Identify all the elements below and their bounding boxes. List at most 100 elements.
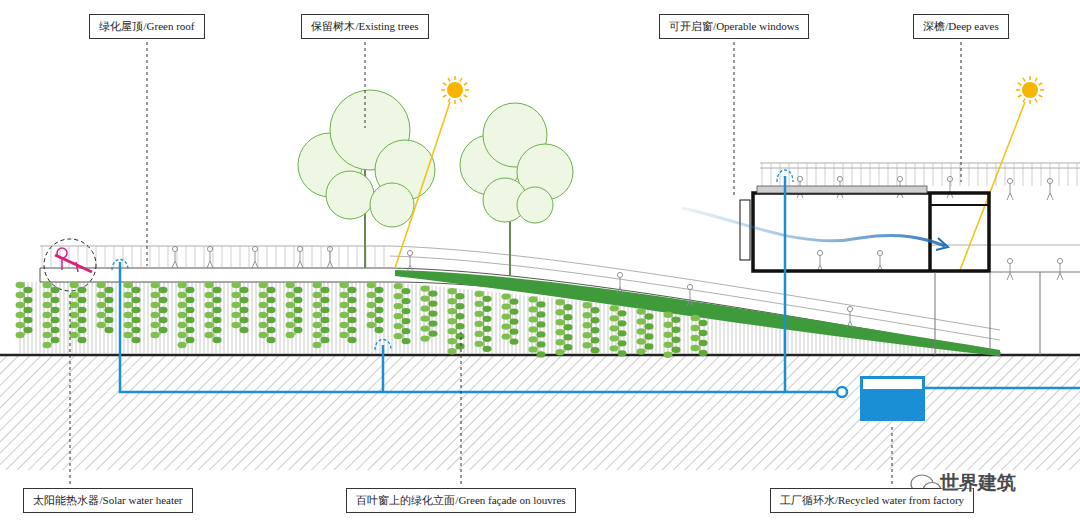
sun-ray <box>1016 89 1020 91</box>
vine-leaf <box>186 287 195 293</box>
vine-leaf <box>286 322 295 328</box>
vine-leaf <box>267 287 276 293</box>
vine-leaf <box>502 313 511 319</box>
vine-leaf <box>618 340 627 346</box>
drawing-part <box>57 248 67 258</box>
vine-leaf <box>16 312 25 318</box>
vine-leaf <box>483 306 492 312</box>
vine-leaf <box>402 328 411 334</box>
louvre-blade <box>744 321 745 354</box>
vine-leaf <box>448 308 457 314</box>
railing-post <box>222 246 223 268</box>
person-body <box>947 182 953 198</box>
vine-leaf <box>510 308 519 314</box>
vine-leaf <box>529 336 538 342</box>
vine-leaf <box>348 337 357 343</box>
vine-leaf <box>475 341 484 347</box>
vine-leaf <box>448 338 457 344</box>
railing-post <box>789 163 790 186</box>
drawing-part <box>70 292 71 484</box>
railing-post <box>240 246 241 268</box>
sun-ray <box>448 99 450 102</box>
railing-post <box>807 163 808 186</box>
vine-leaf <box>510 338 519 344</box>
vine-leaf <box>421 305 430 311</box>
sun-right <box>960 76 1044 270</box>
louvre-blade <box>764 323 765 354</box>
drawing-part <box>784 176 787 392</box>
vine-leaf <box>645 343 654 349</box>
vine-leaf <box>24 317 33 323</box>
louvre-blade <box>800 328 801 354</box>
vine-leaf <box>240 307 249 313</box>
vine-leaf <box>448 298 457 304</box>
sun-ray <box>1040 89 1044 91</box>
vine-leaf <box>213 337 222 343</box>
vine-leaf <box>267 307 276 313</box>
existing-trees <box>298 90 573 276</box>
green-facade-vines <box>16 282 708 358</box>
sun-ray <box>465 89 469 91</box>
louvre-blade <box>740 320 741 354</box>
vine-leaf <box>105 287 114 293</box>
vine-leaf <box>132 337 141 343</box>
louvre-blade <box>500 293 501 354</box>
vine-leaf <box>591 317 600 323</box>
vine-leaf <box>16 302 25 308</box>
railing-post <box>204 246 205 268</box>
vine-leaf <box>348 287 357 293</box>
wind-arrow <box>682 208 945 246</box>
louvre-blade <box>248 282 249 354</box>
louvre-blade <box>608 304 609 354</box>
drawing-part <box>382 345 385 392</box>
drawing-part <box>44 239 96 291</box>
vine-leaf <box>429 310 438 316</box>
louvre-blade <box>552 298 553 354</box>
vine-leaf <box>610 325 619 331</box>
louvres <box>20 282 964 354</box>
vine-leaf <box>664 332 673 338</box>
vine-leaf <box>664 342 673 348</box>
person-head <box>1057 258 1062 263</box>
drawing-part <box>112 260 128 271</box>
vine-leaf <box>429 330 438 336</box>
vine-leaf <box>375 287 384 293</box>
drawing-part <box>76 262 78 272</box>
vine-leaf <box>591 327 600 333</box>
vine-leaf <box>259 332 268 338</box>
person-head <box>172 246 177 251</box>
vine-leaf <box>645 333 654 339</box>
vine-leaf <box>591 307 600 313</box>
vine-leaf <box>43 342 52 348</box>
vine-leaf <box>321 327 330 333</box>
person-head <box>1007 178 1012 183</box>
louvre-blade <box>36 282 37 354</box>
vine-leaf <box>213 307 222 313</box>
tank-top <box>863 379 922 389</box>
vine-leaf <box>267 327 276 333</box>
person-body <box>327 252 333 268</box>
louvre-blade <box>720 318 721 354</box>
railing-post <box>357 246 358 268</box>
louvre-blade <box>492 292 493 354</box>
sun-ray <box>460 78 462 81</box>
vine-leaf <box>591 337 600 343</box>
vine-leaf <box>475 291 484 297</box>
railing-post <box>375 246 376 268</box>
vine-leaf <box>43 302 52 308</box>
vine-leaf <box>178 342 187 348</box>
louvre-blade <box>796 327 797 354</box>
vine-leaf <box>24 287 33 293</box>
vine-leaf <box>178 302 187 308</box>
vine-leaf <box>186 317 195 323</box>
railing-post <box>780 163 781 186</box>
vine-leaf <box>340 332 349 338</box>
vine-leaf <box>637 308 646 314</box>
drawing-part <box>753 193 989 271</box>
louvre-blade <box>232 282 233 354</box>
vine-leaf <box>402 338 411 344</box>
vine-leaf <box>151 312 160 318</box>
vine-leaf <box>537 351 546 357</box>
vine-leaf <box>394 303 403 309</box>
vine-leaf <box>691 325 700 331</box>
